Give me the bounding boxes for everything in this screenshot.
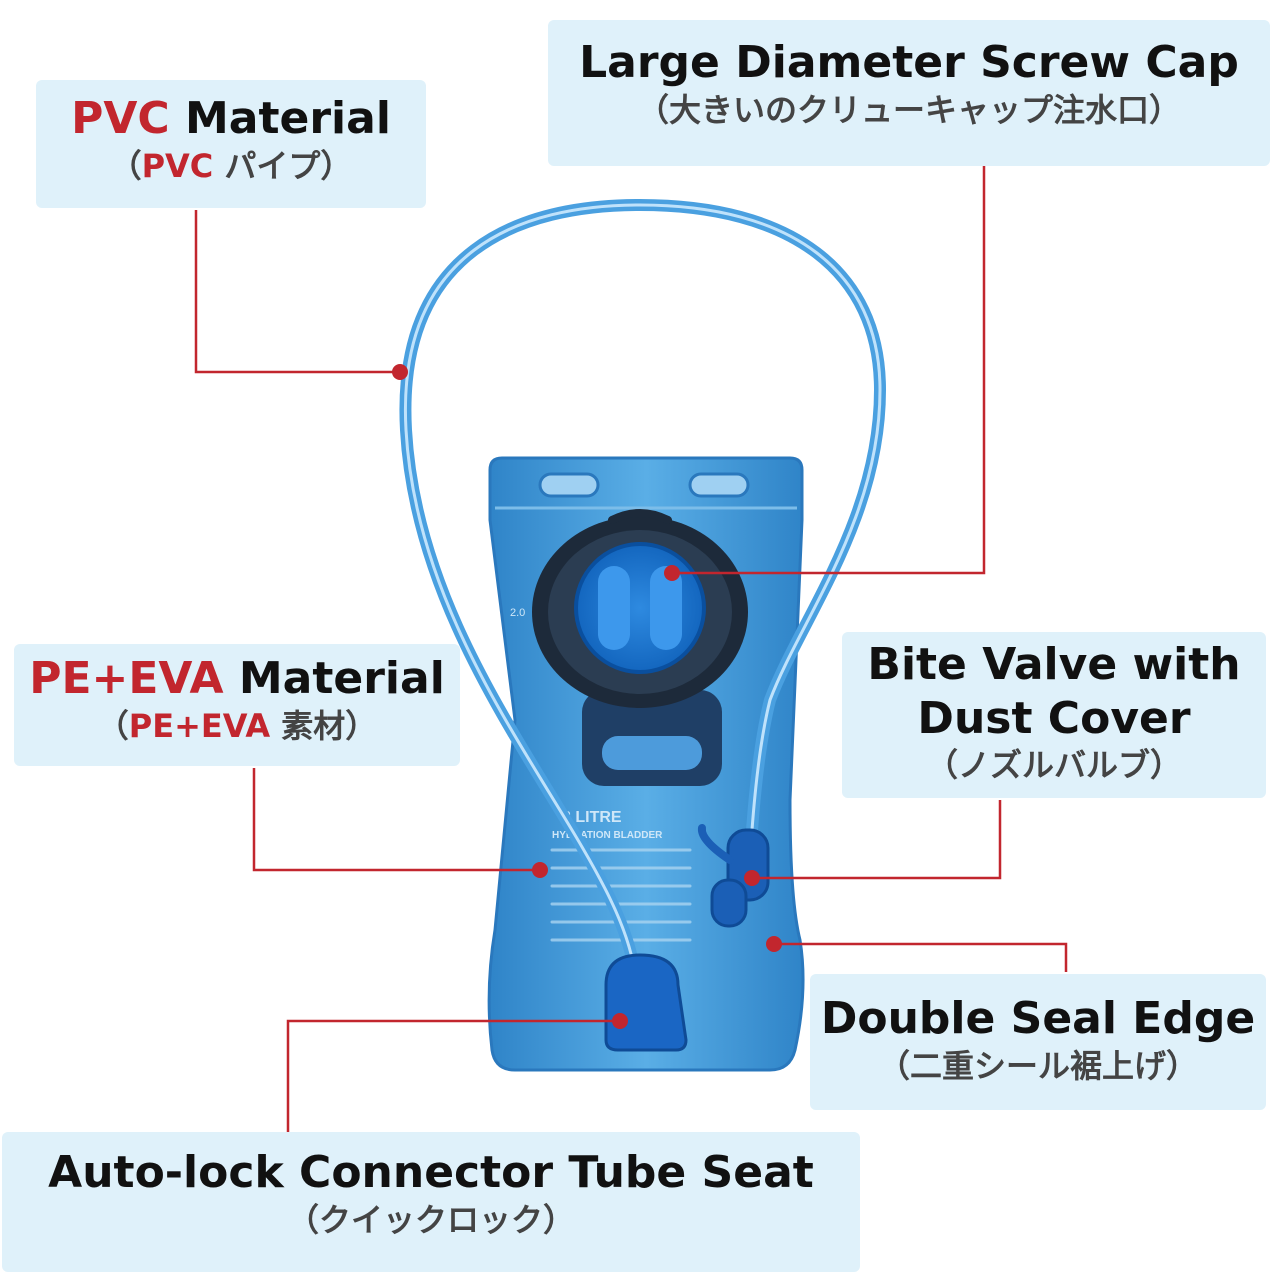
label-bite-valve-subtitle: （ノズルバルブ） — [925, 746, 1182, 785]
bladder-subtext: HYDRATION BLADDER — [552, 830, 663, 841]
label-pvc-material: PVC Material （PVC パイプ） — [36, 80, 426, 208]
label-auto-lock-subtitle: （クイックロック） — [286, 1200, 575, 1239]
label-pe-eva-material: PE+EVA Material （PE+EVA 素材） — [14, 644, 460, 766]
screw-cap-grip-left — [598, 566, 630, 650]
marker-dot-bite-valve — [744, 870, 760, 886]
label-pvc-title: PVC Material — [36, 92, 426, 146]
screw-cap — [574, 542, 706, 674]
scale-mark: 2.0 — [510, 607, 525, 619]
label-auto-lock-title: Auto-lock Connector Tube Seat — [48, 1147, 814, 1198]
label-screw-cap: Large Diameter Screw Cap （大きいのクリューキャップ注水… — [548, 20, 1270, 166]
marker-dot-double-seal — [766, 936, 782, 952]
pvc-jp-highlight: PVC — [141, 146, 214, 185]
label-double-seal: Double Seal Edge （二重シール裾上げ） — [810, 974, 1266, 1110]
marker-dot-auto-lock — [612, 1013, 628, 1029]
label-auto-lock: Auto-lock Connector Tube Seat （クイックロック） — [2, 1132, 860, 1272]
connector-seat — [604, 953, 688, 1052]
pe-eva-jp-rest: 素材） — [270, 706, 378, 745]
label-bite-valve-title-line2: Dust Cover — [917, 692, 1191, 744]
pvc-highlight: PVC — [71, 93, 170, 144]
marker-dot-pe-eva — [532, 862, 548, 878]
pvc-jp-rest: パイプ） — [213, 146, 353, 185]
leader-line-double-seal — [774, 942, 1068, 972]
pvc-jp-open: （ — [109, 146, 142, 185]
bite-valve-tip — [710, 878, 748, 928]
pvc-rest: Material — [169, 93, 391, 144]
screw-cap-grip-right — [650, 566, 682, 650]
label-screw-cap-subtitle: （大きいのクリューキャップ注水口） — [636, 90, 1181, 129]
leader-line-auto-lock — [286, 1019, 620, 1132]
label-double-seal-subtitle: （二重シール裾上げ） — [877, 1046, 1198, 1085]
label-pe-eva-title: PE+EVA Material — [14, 652, 460, 706]
leader-line-pvc — [194, 210, 400, 374]
hanger-slot-left — [538, 472, 600, 498]
pe-eva-rest: Material — [223, 653, 445, 704]
pe-eva-highlight: PE+EVA — [29, 653, 224, 704]
label-bite-valve-title-line1: Bite Valve with — [867, 639, 1241, 690]
hanger-slot-right — [688, 472, 750, 498]
bladder-text: 2 LITRE — [562, 809, 622, 826]
label-screw-cap-title: Large Diameter Screw Cap — [579, 37, 1239, 88]
dust-cover-strap — [697, 824, 734, 864]
label-bite-valve: Bite Valve with Dust Cover （ノズルバルブ） — [842, 632, 1266, 798]
cap-handle-hole — [602, 736, 702, 770]
marker-dot-screw-cap — [664, 565, 680, 581]
label-pe-eva-subtitle: （PE+EVA 素材） — [14, 706, 460, 746]
marker-dot-pvc — [392, 364, 408, 380]
leader-line-screw-cap — [672, 136, 986, 575]
instruction-lines — [550, 848, 692, 942]
pe-eva-jp-highlight: PE+EVA — [128, 706, 271, 745]
leader-line-bite-valve — [752, 800, 1002, 880]
label-double-seal-title: Double Seal Edge — [820, 993, 1256, 1044]
label-pvc-subtitle: （PVC パイプ） — [36, 146, 426, 186]
pe-eva-jp-open: （ — [96, 706, 129, 745]
leader-line-pe-eva — [252, 768, 540, 872]
